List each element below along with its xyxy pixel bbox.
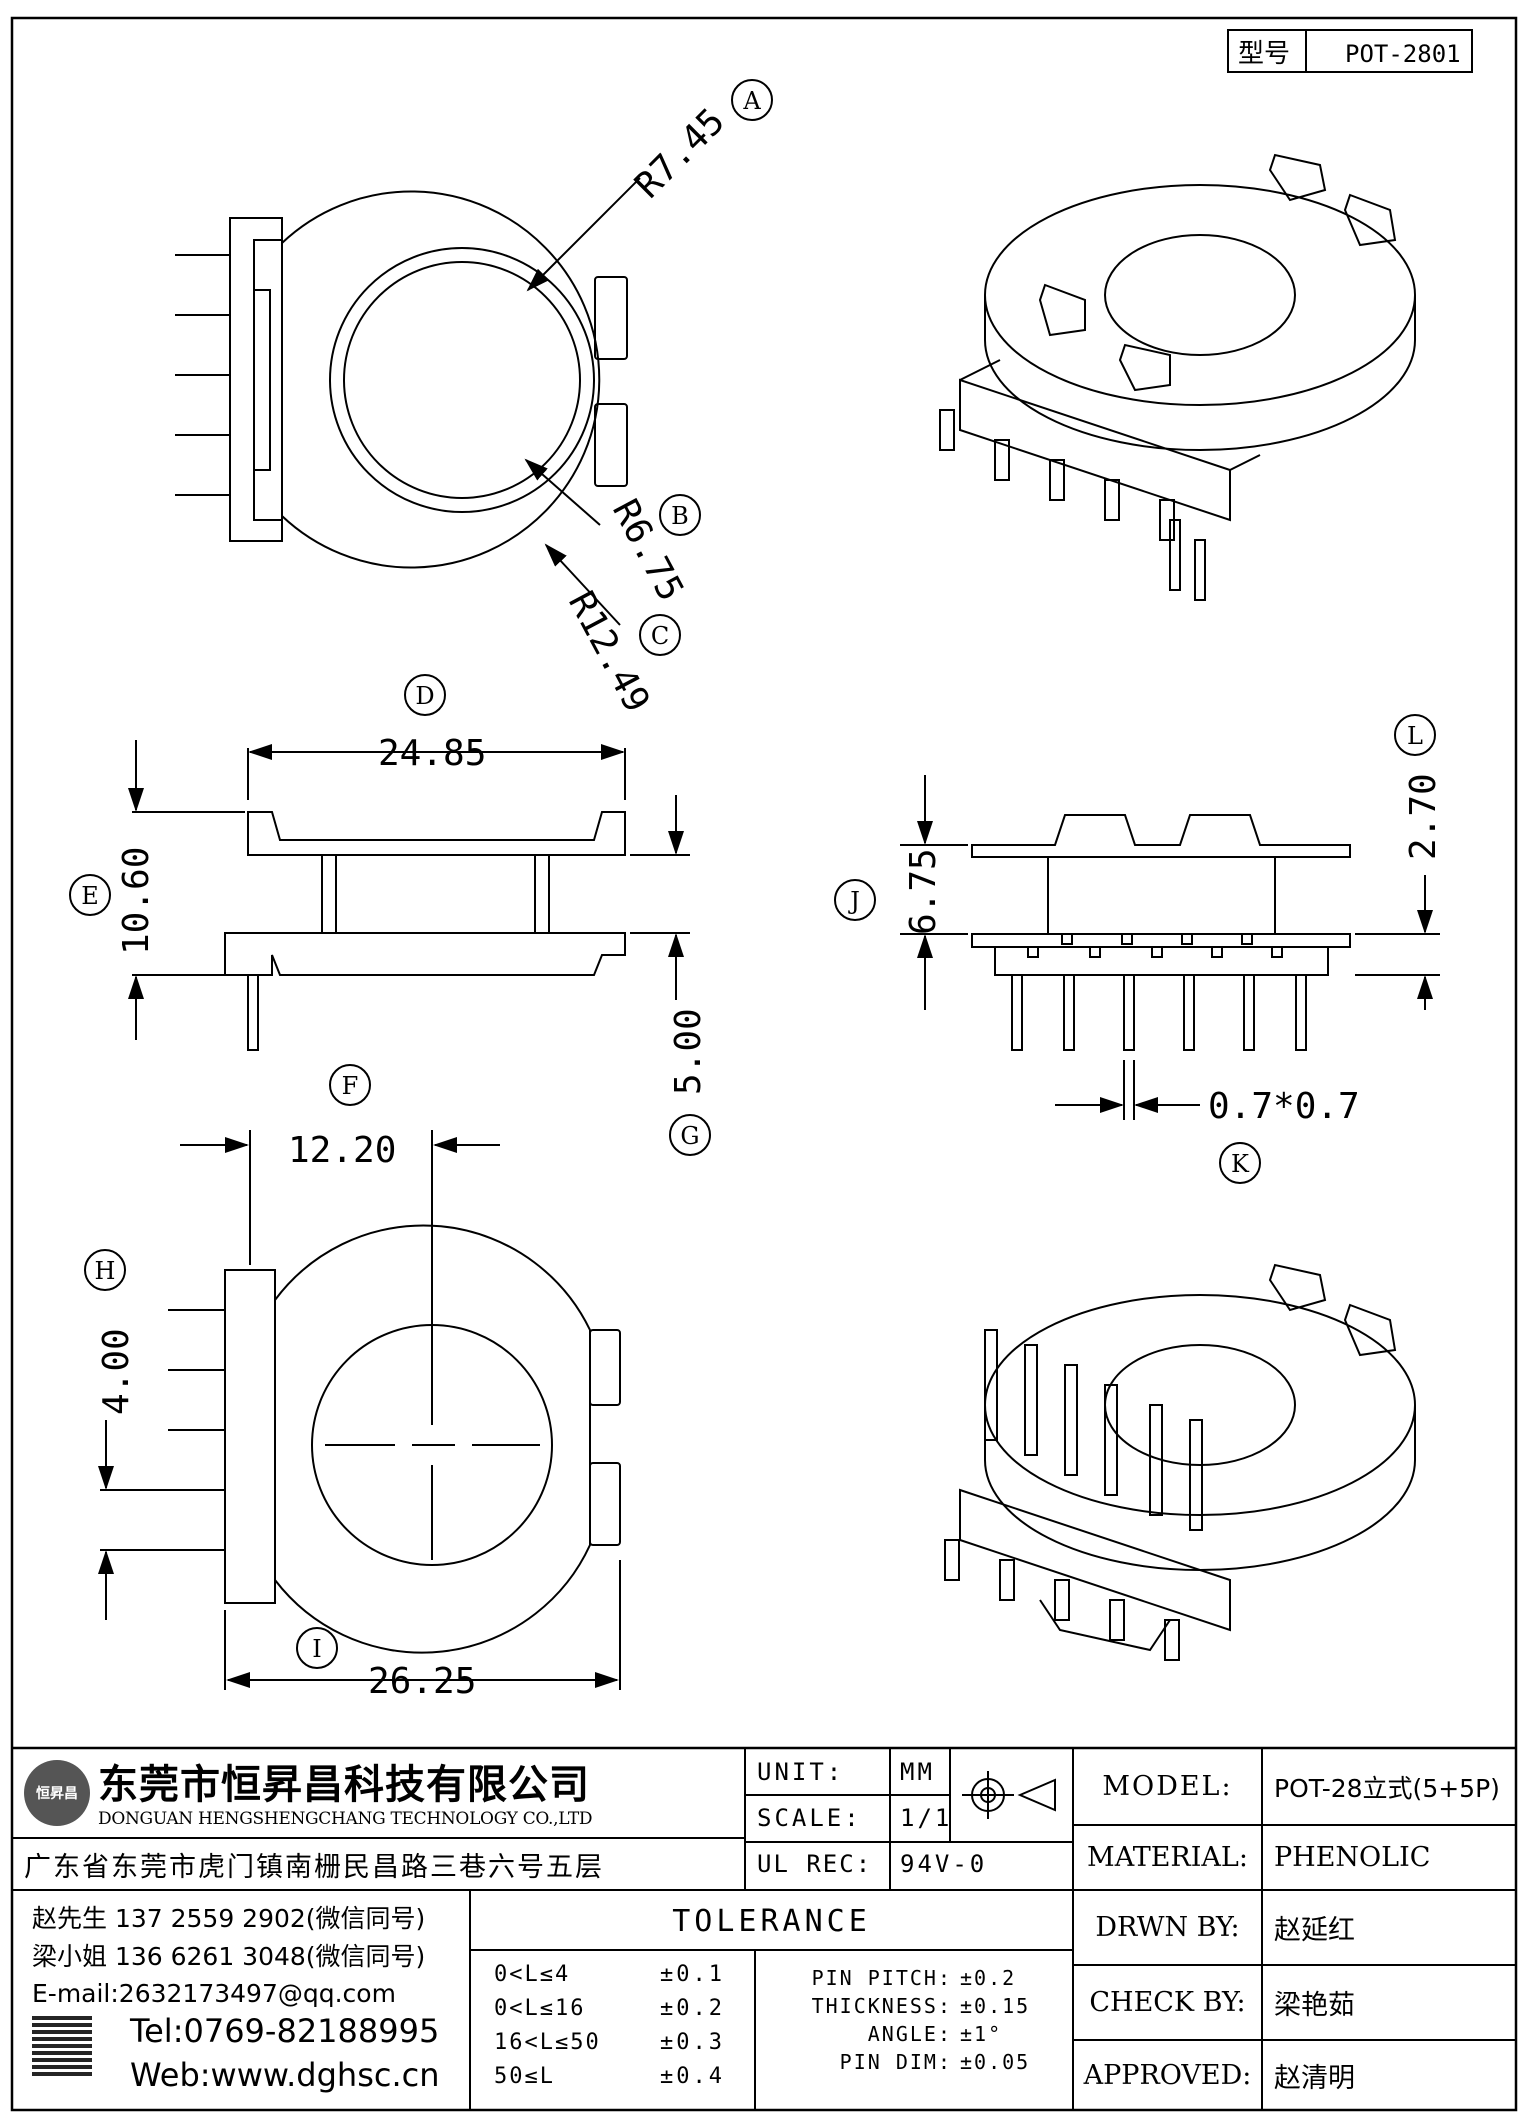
drawn-value: 赵延红 <box>1274 1915 1355 1946</box>
marker-circle-C <box>639 614 681 656</box>
tol-extra-value-3: ±1° <box>960 2022 1003 2046</box>
tolerance-title: TOLERANCE <box>672 1903 871 1939</box>
tol-range-4: 50≤L <box>494 2063 555 2089</box>
tol-value-3: ±0.3 <box>660 2029 725 2055</box>
dim-value-D: 24.85 <box>378 733 486 774</box>
isometric-view-top <box>939 153 1416 601</box>
marker-letter-F: F <box>342 1072 359 1100</box>
company-logo: 恒昇昌 <box>24 1760 90 1826</box>
logo-text: 恒昇昌 <box>36 1786 78 1802</box>
isometric-view-bottom <box>944 1263 1416 1661</box>
tel[interactable]: Tel:0769-82188995 <box>130 2012 440 2050</box>
marker-letter-B: B <box>671 502 689 530</box>
marker-circle-A <box>731 79 773 121</box>
model-label: MODEL: <box>1102 1771 1233 1802</box>
dim-value-A: R7.45 <box>627 101 733 207</box>
company-address: 广东省东莞市虎门镇南栅民昌路三巷六号五层 <box>24 1851 604 1883</box>
dim-value-I: 26.25 <box>368 1661 476 1702</box>
marker-circle-E <box>69 874 111 916</box>
tol-value-4: ±0.4 <box>660 2063 725 2089</box>
tol-value-1: ±0.1 <box>660 1961 725 1987</box>
marker-circle-B <box>659 494 701 536</box>
scale-value: 1/1 <box>900 1804 953 1832</box>
ulrec-value: 94V-0 <box>900 1850 988 1878</box>
marker-circle-J <box>834 879 876 921</box>
approved-value: 赵清明 <box>1274 2062 1355 2094</box>
tol-extra-label-1: PIN PITCH: <box>811 1966 952 1990</box>
marker-circle-F <box>329 1064 371 1106</box>
material-label: MATERIAL: <box>1087 1842 1248 1873</box>
dim-value-H: 4.00 <box>96 1328 137 1415</box>
dim-value-E: 10.60 <box>116 847 157 955</box>
marker-letter-K: K <box>1231 1150 1250 1178</box>
marker-letter-J: J <box>847 887 860 915</box>
tol-extra-label-2: THICKNESS: <box>811 1994 952 2018</box>
side-view <box>128 740 690 1051</box>
dim-value-J: 6.75 <box>903 848 944 935</box>
drawn-label: DRWN BY: <box>1095 1912 1240 1943</box>
dim-value-G: 5.00 <box>668 1008 709 1095</box>
marker-circle-H <box>84 1249 126 1291</box>
marker-circle-I <box>296 1627 338 1669</box>
bottom-view <box>98 1130 621 1690</box>
check-value: 梁艳茹 <box>1274 1990 1355 2021</box>
header-model-label: 型号 <box>1238 39 1290 69</box>
marker-letter-H: H <box>95 1257 116 1285</box>
material-value: PHENOLIC <box>1274 1842 1431 1873</box>
tol-extra-label-4: PIN DIM: <box>839 2050 952 2074</box>
qr-code <box>32 2016 92 2076</box>
marker-letter-D: D <box>415 682 434 710</box>
tol-extra-label-3: ANGLE: <box>867 2022 952 2046</box>
title-block: 恒昇昌 东莞市恒昇昌科技有限公司 DONGUAN HENGSHENGCHANG … <box>12 1748 1516 2110</box>
marker-circle-D <box>404 674 446 716</box>
tol-extra-value-4: ±0.05 <box>960 2050 1031 2074</box>
unit-label: UNIT: <box>757 1758 845 1786</box>
marker-circle-L <box>1394 714 1436 756</box>
marker-letter-G: G <box>680 1122 699 1150</box>
drawing-frame <box>10 16 1518 2112</box>
front-view <box>900 775 1440 1120</box>
header-box <box>1227 29 1473 73</box>
contact-1: 赵先生 137 2559 2902(微信同号) <box>32 1904 426 1933</box>
marker-letter-I: I <box>312 1635 321 1663</box>
tol-range-2: 0<L≤16 <box>494 1995 586 2021</box>
check-label: CHECK BY: <box>1089 1987 1246 2018</box>
marker-circle-G <box>669 1114 711 1156</box>
marker-letter-E: E <box>81 882 99 910</box>
top-view <box>175 177 641 626</box>
dim-value-K: 0.7*0.7 <box>1208 1086 1360 1127</box>
marker-letter-L: L <box>1407 722 1423 750</box>
ulrec-label: UL REC: <box>757 1850 873 1878</box>
company-name-en: DONGUAN HENGSHENGCHANG TECHNOLOGY CO.,LT… <box>98 1809 593 1829</box>
tol-range-1: 0<L≤4 <box>494 1961 571 1987</box>
approved-label: APPROVED: <box>1083 2059 1252 2091</box>
dim-value-L: 2.70 <box>1403 773 1444 860</box>
marker-circle-K <box>1219 1142 1261 1184</box>
model-value: POT-28立式(5+5P) <box>1274 1773 1500 1803</box>
email[interactable]: E-mail:2632173497@qq.com <box>32 1978 396 2008</box>
tol-value-2: ±0.2 <box>660 1995 725 2021</box>
company-name-cn: 东莞市恒昇昌科技有限公司 <box>98 1762 590 1808</box>
contact-2: 梁小姐 136 6261 3048(微信同号) <box>32 1942 426 1971</box>
dim-value-F: 12.20 <box>288 1130 396 1171</box>
tol-extra-value-1: ±0.2 <box>960 1966 1017 1990</box>
scale-label: SCALE: <box>757 1804 862 1832</box>
header-model-value: POT-2801 <box>1345 40 1461 68</box>
marker-letter-A: A <box>742 87 761 115</box>
dim-value-C: R12.49 <box>560 585 657 719</box>
tol-range-3: 16<L≤50 <box>494 2029 601 2055</box>
tol-extra-value-2: ±0.15 <box>960 1994 1031 2018</box>
marker-letter-C: C <box>651 622 669 650</box>
unit-value: MM <box>900 1758 935 1786</box>
website[interactable]: Web:www.dghsc.cn <box>130 2056 440 2094</box>
